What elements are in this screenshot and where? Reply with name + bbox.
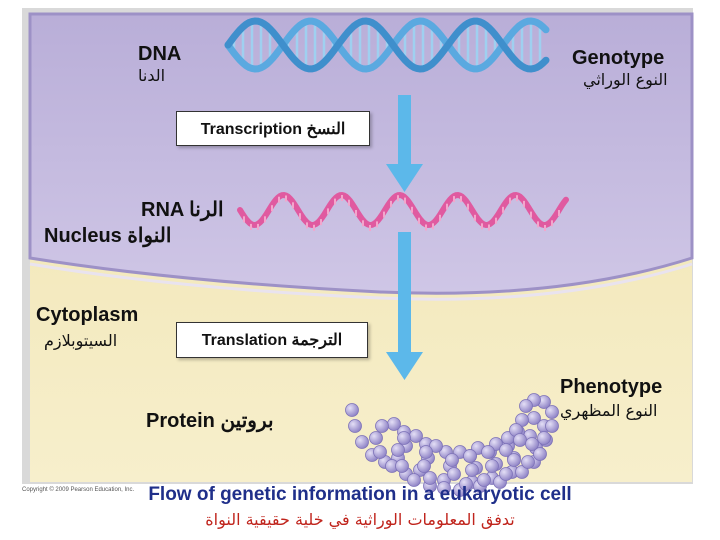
phenotype-label-arabic: النوع المظهري: [560, 401, 658, 420]
dna-strand-b: [224, 17, 550, 73]
amino-acid-bead: [481, 445, 495, 459]
dna-label-arabic: الدنا: [138, 66, 166, 85]
amino-acid-bead: [391, 443, 405, 457]
amino-acid-bead: [348, 419, 362, 433]
amino-acid-bead: [519, 399, 533, 413]
amino-acid-bead: [407, 473, 421, 487]
amino-acid-bead: [525, 437, 539, 451]
amino-acid-bead: [419, 445, 433, 459]
transcription-box: Transcription النسخ: [176, 111, 370, 146]
amino-acid-bead: [445, 453, 459, 467]
amino-acid-bead: [527, 411, 541, 425]
amino-acid-bead: [375, 419, 389, 433]
rna-backbone: [237, 191, 569, 229]
nucleus-label: Nucleus النواة: [44, 225, 172, 247]
amino-acid-bead: [387, 417, 401, 431]
amino-acid-bead: [477, 473, 491, 487]
genotype-label-arabic: النوع الوراثي: [583, 70, 668, 89]
amino-acid-bead: [429, 439, 443, 453]
amino-acid-bead: [515, 413, 529, 427]
amino-acid-bead: [417, 459, 431, 473]
amino-acid-bead: [513, 433, 527, 447]
translation-arrow: [386, 232, 423, 380]
copyright-notice: Copyright © 2009 Pearson Education, Inc.: [22, 487, 135, 493]
amino-acid-bead: [345, 403, 359, 417]
dna-double-helix: [224, 17, 550, 73]
amino-acid-bead: [459, 477, 473, 491]
caption-arabic: تدفق المعلومات الوراثية في خلية حقيقية ا…: [205, 510, 515, 529]
nucleus-region: [28, 12, 694, 295]
amino-acid-bead: [397, 431, 411, 445]
amino-acid-bead: [533, 447, 547, 461]
cytoplasm-label: Cytoplasm: [36, 304, 139, 326]
amino-acid-bead: [499, 443, 513, 457]
transcription-arrow: [386, 95, 423, 192]
protein-label: Protein بروتين: [146, 410, 274, 432]
amino-acid-bead: [521, 455, 535, 469]
genotype-label: Genotype: [572, 47, 665, 69]
protein-chain: [345, 393, 559, 497]
amino-acid-bead: [499, 467, 513, 481]
amino-acid-bead: [437, 481, 451, 495]
nuclear-envelope-highlight: [29, 262, 693, 301]
amino-acid-bead: [537, 431, 551, 445]
phenotype-label: Phenotype: [560, 376, 663, 398]
amino-acid-bead: [423, 471, 437, 485]
amino-acid-bead: [373, 445, 387, 459]
amino-acid-bead: [507, 453, 521, 467]
amino-acid-bead: [485, 459, 499, 473]
rna-label: RNA الرنا: [141, 199, 224, 221]
amino-acid-bead: [545, 419, 559, 433]
rna-strand: [237, 191, 569, 231]
amino-acid-bead: [465, 463, 479, 477]
amino-acid-bead: [369, 431, 383, 445]
caption-english: Flow of genetic information in a eukaryo…: [148, 484, 572, 505]
amino-acid-bead: [355, 435, 369, 449]
cytoplasm-label-arabic: السيتوبلازم: [44, 331, 118, 350]
amino-acid-bead: [515, 465, 529, 479]
amino-acid-bead: [545, 405, 559, 419]
translation-box: Translation الترجمة: [176, 322, 368, 358]
amino-acid-bead: [463, 449, 477, 463]
amino-acid-bead: [447, 467, 461, 481]
dna-label: DNA: [138, 43, 182, 65]
amino-acid-bead: [395, 459, 409, 473]
amino-acid-bead: [409, 429, 423, 443]
